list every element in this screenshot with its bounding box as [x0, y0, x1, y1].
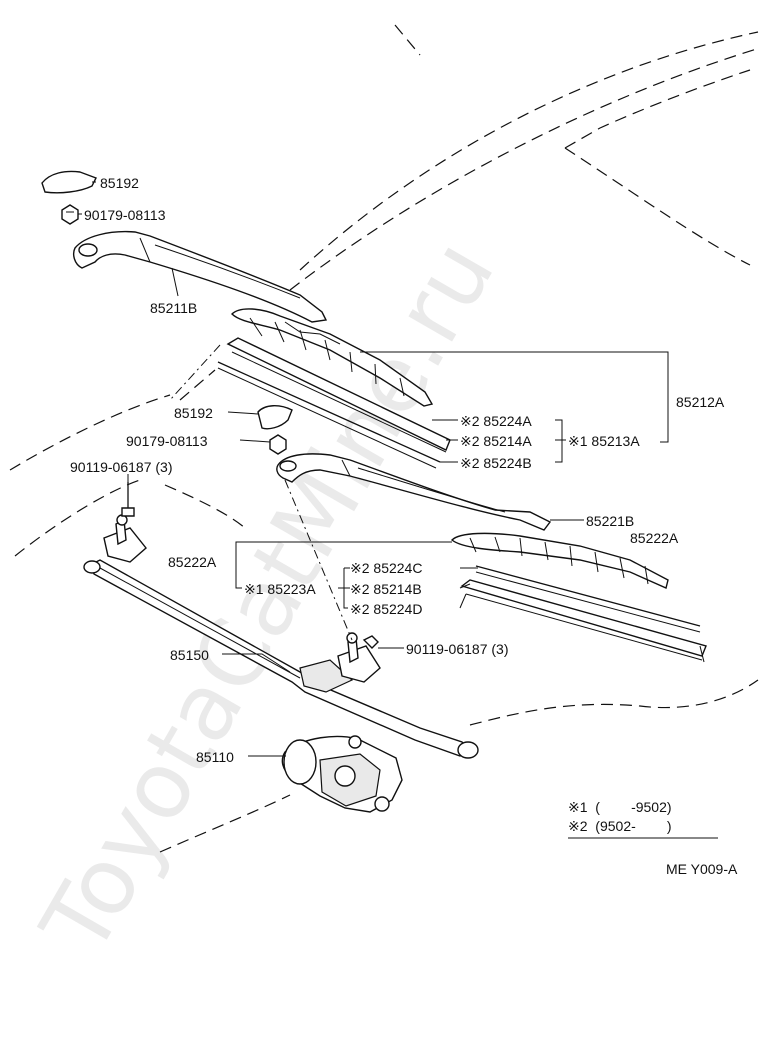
callout-85192-mid: 85192 [174, 405, 213, 421]
note-2: ※2 (9502- ) [568, 818, 672, 834]
callout-85223A: ※1 85223A [244, 581, 316, 597]
nut-upper [61, 204, 79, 225]
callout-85222A-left: 85222A [168, 554, 217, 570]
wiper-arm-upper [73, 230, 328, 323]
callout-85224B: ※2 85224B [460, 455, 532, 471]
callout-90119-right: 90119-06187 (3) [406, 641, 508, 657]
cap-lower [257, 405, 293, 430]
bolt-right [362, 635, 379, 649]
pivot-left [103, 514, 147, 563]
bolt-left [121, 482, 135, 517]
callout-90179-top: 90179-08113 [84, 207, 166, 223]
callout-85212A: 85212A [676, 394, 725, 410]
callout-85211B: 85211B [150, 300, 197, 316]
callout-85222A-right: 85222A [630, 530, 679, 546]
wiper-link [83, 559, 479, 759]
note-1: ※1 ( -9502) [568, 799, 672, 815]
wiper-blade-upper [231, 308, 434, 407]
callout-85214B: ※2 85214B [350, 581, 422, 597]
callout-85150: 85150 [170, 647, 209, 663]
callout-85110: 85110 [196, 749, 234, 765]
leader-lines [78, 181, 718, 839]
pivot-right [337, 632, 381, 683]
callout-85213A: ※1 85213A [568, 433, 640, 449]
wiper-motor [281, 735, 403, 813]
callout-85192-top: 85192 [100, 175, 139, 191]
callout-90179-mid: 90179-08113 [126, 433, 208, 449]
cap-upper [41, 170, 97, 194]
windshield-outline [9, 24, 761, 853]
callout-85224C: ※2 85224C [350, 560, 422, 576]
callout-85221B: 85221B [586, 513, 634, 529]
diagram-code: ME Y009-A [666, 861, 738, 877]
callout-85214A: ※2 85214A [460, 433, 532, 449]
axis-line-2 [169, 344, 221, 401]
watermark: ToyotaCatMine.ru [21, 223, 515, 972]
wiper-arm-lower [276, 453, 552, 531]
blade-rubber-lower [460, 565, 707, 663]
nut-lower [269, 434, 287, 455]
wiper-blade-lower [450, 532, 669, 589]
callout-85224A: ※2 85224A [460, 413, 532, 429]
callout-85224D: ※2 85224D [350, 601, 422, 617]
callout-90119-left: 90119-06187 (3) [70, 459, 172, 475]
